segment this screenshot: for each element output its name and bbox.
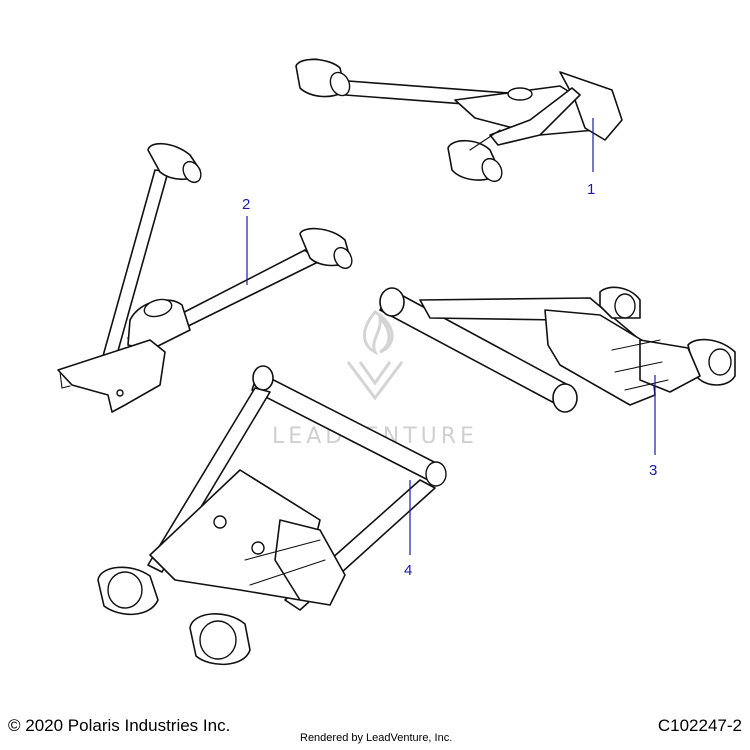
callout-1-label[interactable]: 1: [587, 181, 595, 198]
watermark-v-icon: [346, 361, 404, 401]
callouts: 1 2 3 4: [242, 118, 657, 579]
copyright-text: © 2020 Polaris Industries Inc.: [8, 716, 231, 735]
callout-4-label[interactable]: 4: [404, 562, 412, 579]
callout-3-label[interactable]: 3: [649, 462, 657, 479]
watermark-flame-icon: [363, 310, 394, 356]
diagram-code: C102247-2: [657, 716, 742, 735]
rendered-by-text: Rendered by LeadVenture, Inc.: [300, 732, 453, 744]
part-2-a-arm[interactable]: [57, 142, 355, 413]
part-3-lower-a-arm[interactable]: [379, 286, 736, 413]
part-4-lower-a-arm[interactable]: [97, 365, 447, 666]
part-1-upper-a-arm[interactable]: [295, 55, 623, 185]
callout-2-label[interactable]: 2: [242, 196, 250, 213]
